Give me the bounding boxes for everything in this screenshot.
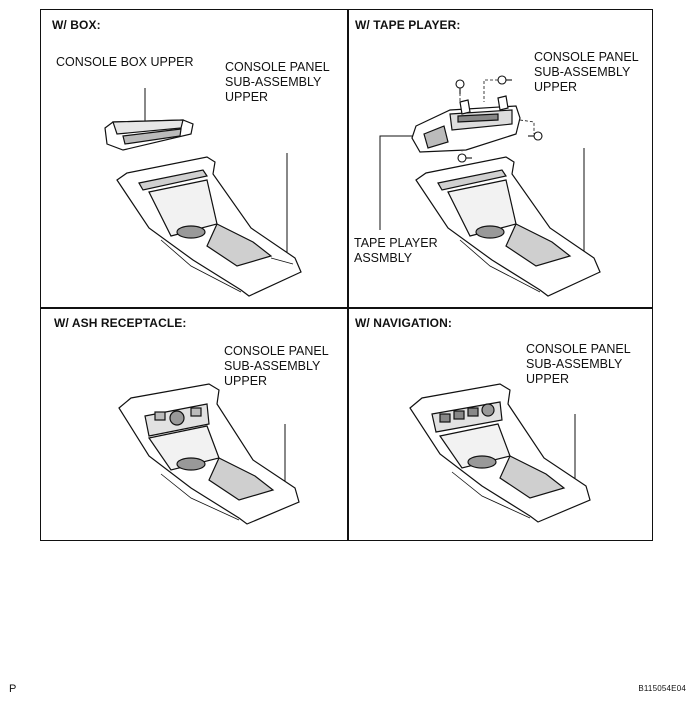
panel-ash: W/ ASH RECEPTACLE: CONSOLE PANEL SUB-ASS… xyxy=(41,308,347,542)
panel-title: W/ ASH RECEPTACLE: xyxy=(54,316,187,330)
tape-player-label: TAPE PLAYER ASSMBLY xyxy=(354,236,438,265)
panel-title: W/ BOX: xyxy=(52,18,101,32)
console-panel-label: CONSOLE PANEL SUB-ASSEMBLY UPPER xyxy=(526,342,631,386)
tape-player-illustration xyxy=(379,75,601,297)
panel-box: W/ BOX: CONSOLE BOX UPPER CONSOLE PANEL … xyxy=(41,10,347,307)
console-panel-label: CONSOLE PANEL SUB-ASSEMBLY UPPER xyxy=(224,344,329,388)
panel-divider-horizontal xyxy=(41,307,652,309)
console-box-part xyxy=(104,119,194,151)
navigation-illustration xyxy=(409,383,591,523)
console-panel-part xyxy=(415,156,601,297)
page-marker: P xyxy=(9,683,17,695)
tape-player-part xyxy=(411,95,521,153)
console-panel-label: CONSOLE PANEL SUB-ASSEMBLY UPPER xyxy=(534,50,639,94)
console-box-illustration xyxy=(104,88,302,297)
ash-receptacle-illustration xyxy=(118,383,300,525)
panel-title: W/ NAVIGATION: xyxy=(355,316,452,330)
panel-nav: W/ NAVIGATION: CONSOLE PANEL SUB-ASSEMBL… xyxy=(348,308,654,542)
console-panel-part xyxy=(116,156,302,297)
diagram-frame: W/ BOX: CONSOLE BOX UPPER CONSOLE PANEL … xyxy=(40,9,653,541)
console-panel-part xyxy=(409,383,591,523)
console-box-upper-label: CONSOLE BOX UPPER xyxy=(56,55,194,69)
figure-code: B115054E04 xyxy=(638,684,686,693)
panel-divider-vertical xyxy=(347,10,349,540)
panel-title: W/ TAPE PLAYER: xyxy=(355,18,461,32)
screws xyxy=(455,75,543,163)
console-panel-label: CONSOLE PANEL SUB-ASSEMBLY UPPER xyxy=(225,60,330,104)
console-panel-part xyxy=(118,383,300,525)
panel-tape: W/ TAPE PLAYER: CONSOLE PANEL SUB-ASSEMB… xyxy=(348,10,654,307)
